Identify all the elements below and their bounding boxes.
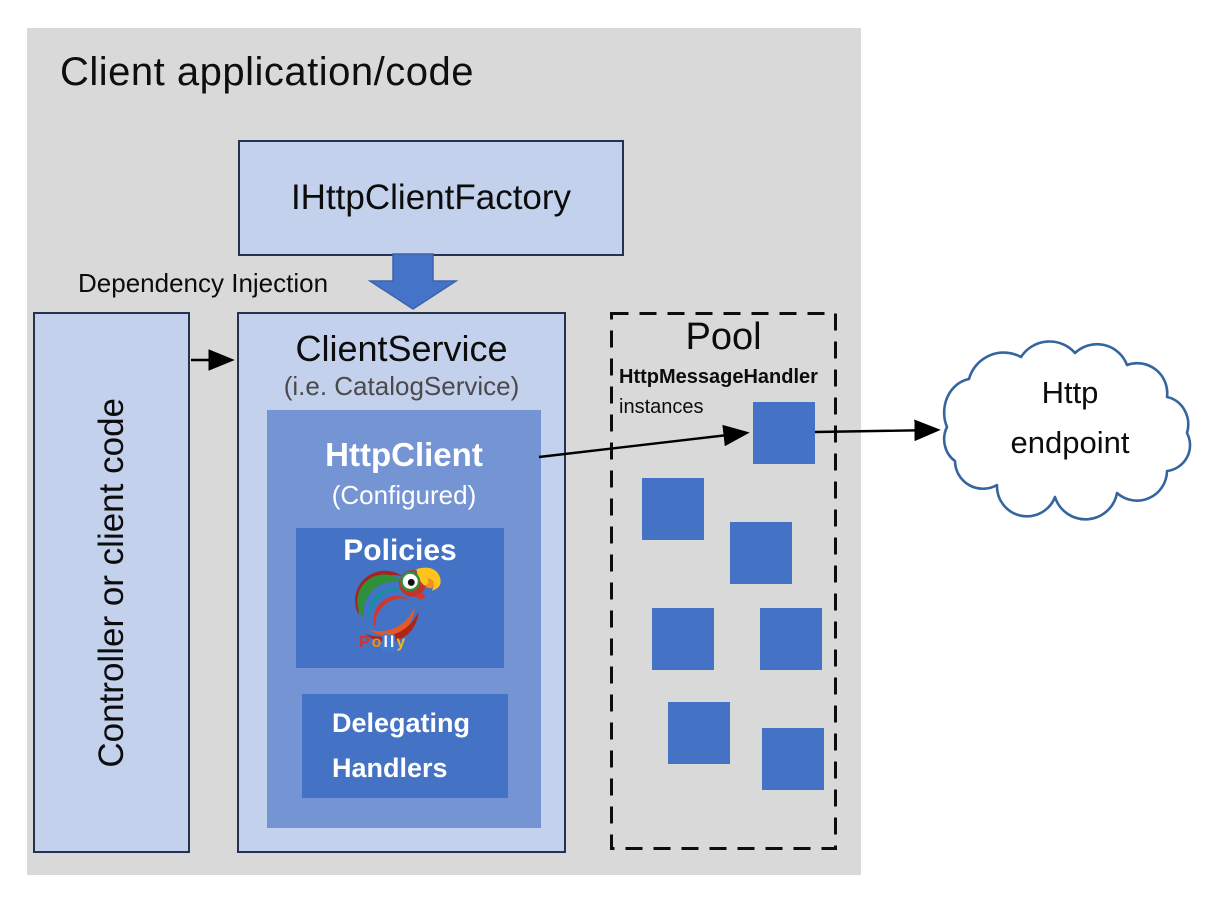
ihttpclientfactory-label: IHttpClientFactory [290,178,572,217]
pool-instances-label: instances [619,396,704,418]
polly-logo-letter: o [371,634,382,651]
client-application-title: Client application/code [60,50,474,94]
pool-title: Pool [685,316,762,358]
policies-box: Policies [296,528,504,668]
http-endpoint-line2: endpoint [1010,424,1130,460]
dependency-injection-label: Dependency Injection [78,268,329,298]
controller-label: Controller or client code [91,397,131,768]
delegating-handlers-line1: Delegating [332,708,471,739]
client-application-box: Client application/code IHttpClientFacto… [27,28,861,875]
polly-logo-letter: y [396,634,406,651]
httpclient-box: HttpClient (Configured) Policies [267,410,541,828]
httpmessagehandler-instance-square [762,728,824,790]
polly-logo-letter: l [382,634,389,652]
clientservice-title: ClientService [295,328,508,369]
pool-type-label: HttpMessageHandler [619,366,818,388]
httpmessagehandler-instance-square [642,478,704,540]
delegating-handlers-line2: Handlers [332,753,448,783]
httpclient-title: HttpClient [325,436,483,473]
polly-logo-letter: l [388,634,396,652]
policies-label: Policies [343,534,457,567]
http-endpoint-label: Http endpoint [960,368,1180,467]
polly-logo-letter: P [359,634,370,651]
httpmessagehandler-instance-square [753,402,815,464]
clientservice-subtitle: (i.e. CatalogService) [283,371,520,401]
delegating-handlers-box: Delegating Handlers [302,694,508,798]
clientservice-box: ClientService (i.e. CatalogService) Http… [237,312,566,853]
httpclient-subtitle: (Configured) [331,480,477,510]
controller-box: Controller or client code [33,312,190,853]
http-endpoint-line1: Http [1041,375,1099,410]
httpmessagehandler-instance-square [668,702,730,764]
cloud-shape [935,335,1200,527]
ihttpclientfactory-box: IHttpClientFactory [238,140,624,256]
httpmessagehandler-instance-square [760,608,822,670]
httpmessagehandler-instance-square [652,608,714,670]
httpmessagehandler-instance-square [730,522,792,584]
